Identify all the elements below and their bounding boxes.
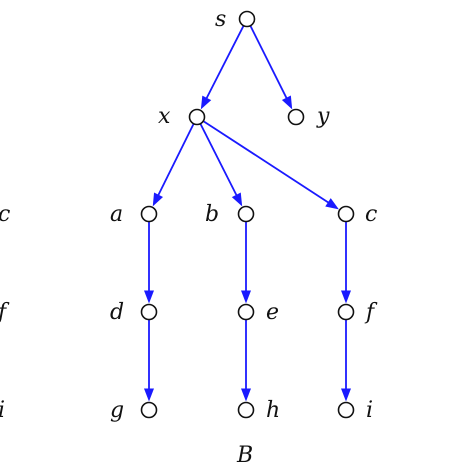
edge-s-y [249,25,289,100]
arrowhead-x-c [325,198,339,210]
partial-label-f: f [0,300,10,325]
arrowhead-x-b [231,192,243,207]
node-label-a: a [110,202,123,227]
node-label-g: g [110,398,124,423]
node-a [140,205,158,223]
node-g [140,401,158,419]
node-label-d: d [110,300,124,325]
node-x [188,108,206,126]
node-label-f: f [364,300,378,325]
edge-s-x [205,25,245,101]
node-label-y: y [316,104,330,129]
node-label-e: e [266,300,279,325]
arrowhead-b-e [241,290,251,304]
node-label-b: b [205,202,219,227]
edge-x-c [202,120,331,205]
node-c [337,205,355,223]
arrowhead-e-h [241,388,251,402]
node-h [237,401,255,419]
arrowhead-d-g [144,388,154,402]
arrowhead-a-d [144,290,154,304]
edge-x-a [156,123,195,197]
arrowhead-s-y [281,95,293,110]
arrowhead-x-a [152,192,164,207]
node-layer: s x y a b c d e f g h i [110,7,378,423]
node-s [238,10,256,28]
node-label-h: h [266,398,280,423]
node-label-c: c [365,202,377,227]
node-y [287,108,305,126]
edge-x-b [199,123,239,198]
node-label-x: x [158,104,171,129]
arrowhead-s-x [200,95,212,110]
partial-label-i: i [0,398,5,423]
node-d [140,303,158,321]
edge-layer [144,25,351,402]
node-f [337,303,355,321]
arrowhead-f-i [341,388,351,402]
node-label-i: i [366,398,373,423]
partial-label-c: c [0,202,10,227]
node-e [237,303,255,321]
node-i [337,401,355,419]
partial-left-labels: c f i [0,202,10,423]
diagram-caption: B [236,443,253,468]
node-label-s: s [215,7,226,32]
node-b [237,205,255,223]
arrowhead-c-f [341,290,351,304]
